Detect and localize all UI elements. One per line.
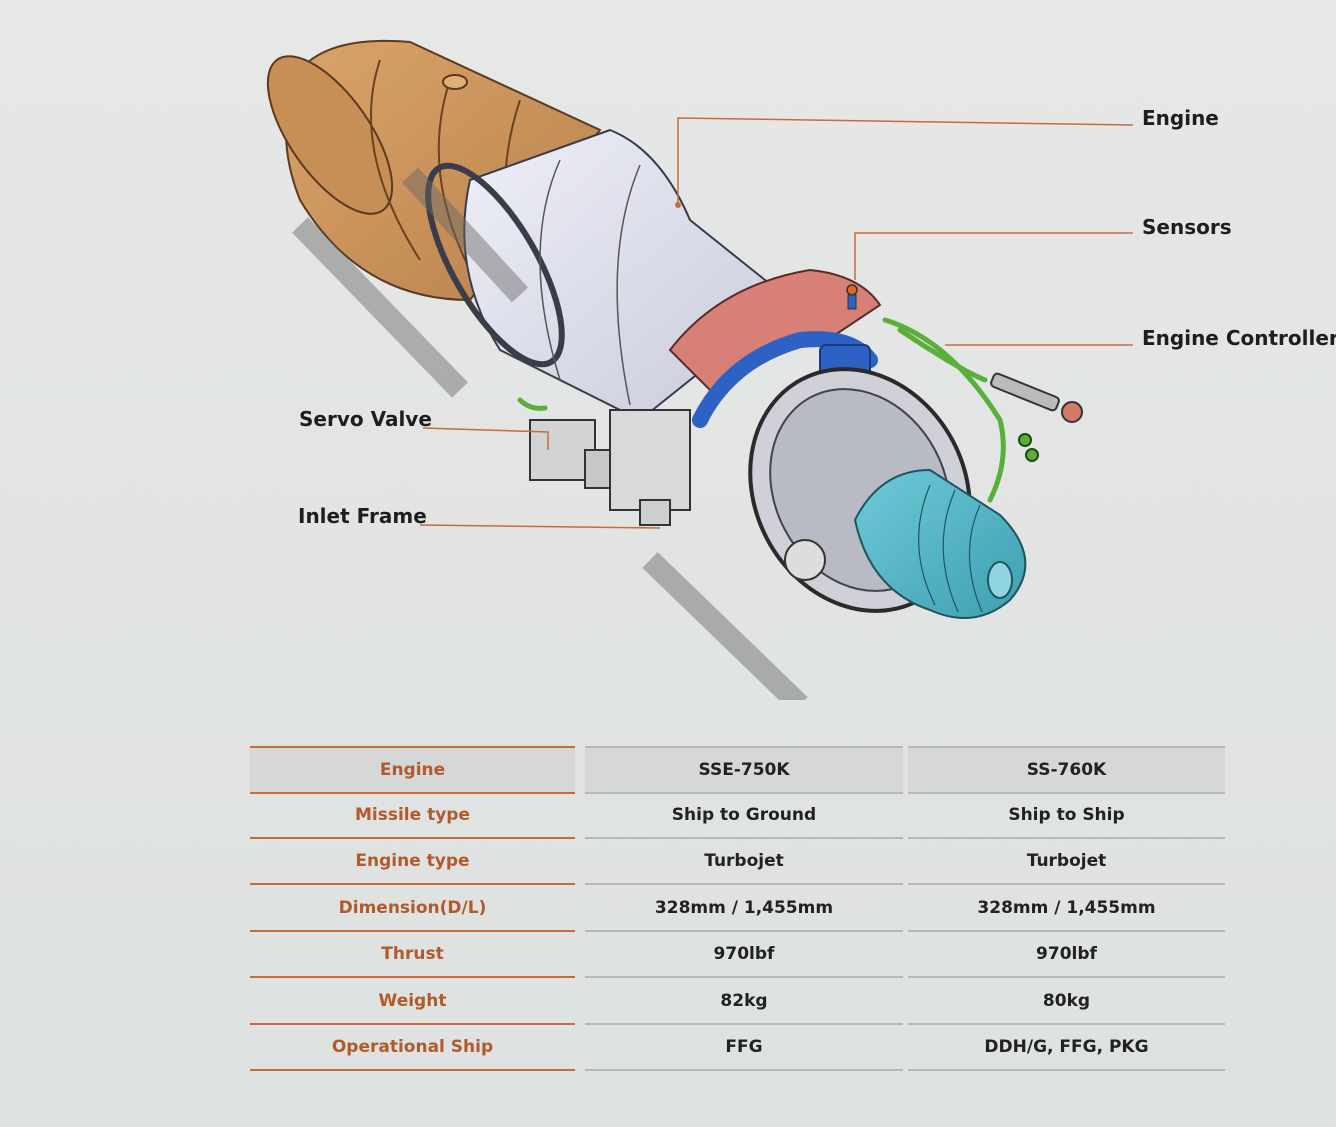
- table-row-operational-ship: Operational Ship FFG DDH/G, FFG, PKG: [250, 1025, 1225, 1072]
- row-col2: 970lbf: [908, 932, 1225, 978]
- row-col1: Turbojet: [585, 839, 903, 885]
- row-label: Engine type: [250, 839, 575, 885]
- table-row-dimension: Dimension(D/L) 328mm / 1,455mm 328mm / 1…: [250, 886, 1225, 933]
- exhaust-nozzle: [266, 39, 602, 302]
- callout-sensors: Sensors: [1142, 215, 1232, 239]
- row-label: Weight: [250, 979, 575, 1025]
- controller-connector: [990, 372, 1083, 462]
- servo-valve: [529, 409, 691, 526]
- engine-cutaway-diagram: [266, 39, 1134, 700]
- row-label: Missile type: [250, 793, 575, 839]
- callout-engine-controller: Engine Controller: [1142, 326, 1336, 350]
- table-row-engine-type: Engine type Turbojet Turbojet: [250, 839, 1225, 886]
- sensor-probe: [846, 284, 858, 310]
- header-label: Engine: [250, 746, 575, 794]
- callout-leader-lines: [419, 117, 1134, 529]
- table-header-row: Engine SSE-750K SS-760K: [250, 746, 1225, 794]
- row-label: Dimension(D/L): [250, 886, 575, 932]
- engine-spec-table: Engine SSE-750K SS-760K Missile type Shi…: [250, 746, 1225, 1072]
- callout-engine: Engine: [1142, 106, 1219, 130]
- header-col1: SSE-750K: [585, 746, 903, 794]
- callout-servo-valve: Servo Valve: [299, 407, 432, 431]
- row-col1: 970lbf: [585, 932, 903, 978]
- row-col2: 80kg: [908, 979, 1225, 1025]
- row-col1: 328mm / 1,455mm: [585, 886, 903, 932]
- row-col2: Ship to Ship: [908, 793, 1225, 839]
- inlet-cone: [853, 468, 1027, 619]
- row-col1: FFG: [585, 1025, 903, 1071]
- row-col2: 328mm / 1,455mm: [908, 886, 1225, 932]
- table-row-missile-type: Missile type Ship to Ground Ship to Ship: [250, 793, 1225, 840]
- row-col1: Ship to Ground: [585, 793, 903, 839]
- callout-inlet-frame: Inlet Frame: [298, 504, 427, 528]
- watermark: [292, 167, 808, 700]
- row-label: Operational Ship: [250, 1025, 575, 1071]
- header-col2: SS-760K: [908, 746, 1225, 794]
- row-col2: DDH/G, FFG, PKG: [908, 1025, 1225, 1071]
- table-row-weight: Weight 82kg 80kg: [250, 979, 1225, 1026]
- row-label: Thrust: [250, 932, 575, 978]
- table-row-thrust: Thrust 970lbf 970lbf: [250, 932, 1225, 979]
- wiring-harness: [517, 317, 1006, 503]
- row-col2: Turbojet: [908, 839, 1225, 885]
- row-col1: 82kg: [585, 979, 903, 1025]
